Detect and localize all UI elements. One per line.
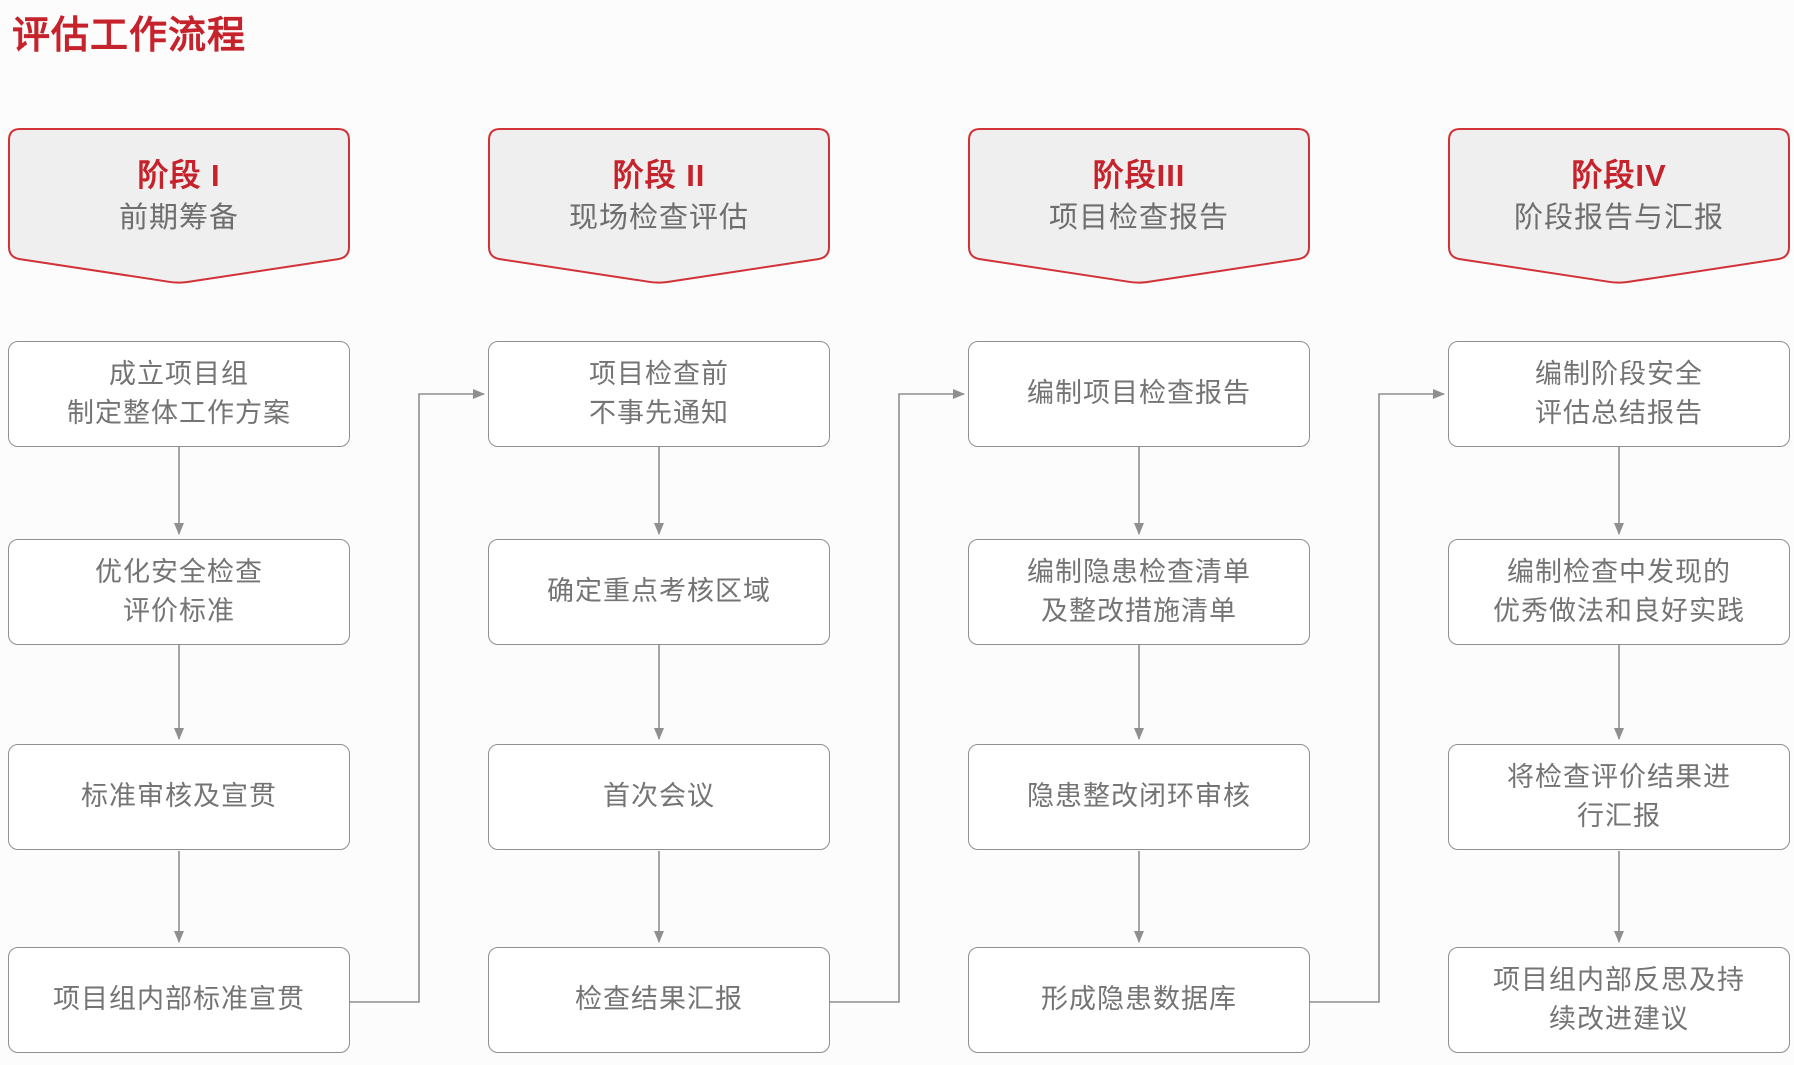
phase-3-subtitle: 项目检查报告 [1048, 201, 1229, 234]
phase-3-step-3: 隐患整改闭环审核 [968, 744, 1310, 850]
phase-2-step-4: 检查结果汇报 [488, 947, 830, 1053]
phase-2-step-3: 首次会议 [488, 744, 830, 850]
phase-column-4: 阶段IV 阶段报告与汇报 编制阶段安全 评估总结报告 编制检查中发现的 优秀做法… [1448, 0, 1790, 1065]
phase-3-step-2: 编制隐患检查清单 及整改措施清单 [968, 539, 1310, 645]
phase-4-step-3: 将检查评价结果进 行汇报 [1448, 744, 1790, 850]
phase-4-step-2: 编制检查中发现的 优秀做法和良好实践 [1448, 539, 1790, 645]
phase-2-banner-text: 阶段 II 现场检查评估 [488, 132, 830, 262]
phase-2-subtitle: 现场检查评估 [568, 201, 749, 234]
phase-4-step-4: 项目组内部反思及持 续改进建议 [1448, 947, 1790, 1053]
phase-1-step-4: 项目组内部标准宣贯 [8, 947, 350, 1053]
phase-2-banner: 阶段 II 现场检查评估 [488, 128, 830, 288]
phase-column-1: 阶段 I 前期筹备 成立项目组 制定整体工作方案 优化安全检查 评价标准 标准审… [8, 0, 350, 1065]
phase-2-label: 阶段 II [612, 158, 706, 194]
phase-3-banner-text: 阶段III 项目检查报告 [968, 132, 1310, 262]
connector-phase3-phase4 [1310, 389, 1445, 1003]
phase-3-step-4: 形成隐患数据库 [968, 947, 1310, 1053]
phase-column-2: 阶段 II 现场检查评估 项目检查前 不事先通知 确定重点考核区域 首次会议 检… [488, 0, 830, 1065]
phase-banner-shape [968, 128, 1310, 284]
phase-banner-shape [1448, 128, 1790, 284]
phase-1-step-2: 优化安全检查 评价标准 [8, 539, 350, 645]
phase-4-banner-text: 阶段IV 阶段报告与汇报 [1448, 132, 1790, 262]
phase-banner-shape [8, 128, 350, 284]
phase-1-subtitle: 前期筹备 [118, 201, 239, 234]
phase-3-step-1: 编制项目检查报告 [968, 341, 1310, 447]
connector-phase1-phase2 [350, 389, 485, 1003]
phase-1-banner-text: 阶段 I 前期筹备 [8, 132, 350, 262]
phase-4-subtitle: 阶段报告与汇报 [1513, 201, 1724, 234]
phase-1-label: 阶段 I [137, 158, 221, 194]
page-title: 评估工作流程 [12, 15, 247, 57]
phase-3-label: 阶段III [1092, 158, 1186, 194]
phase-banner-shape [488, 128, 830, 284]
phase-3-banner: 阶段III 项目检查报告 [968, 128, 1310, 288]
phase-4-step-1: 编制阶段安全 评估总结报告 [1448, 341, 1790, 447]
phase-column-3: 阶段III 项目检查报告 编制项目检查报告 编制隐患检查清单 及整改措施清单 隐… [968, 0, 1310, 1065]
connector-phase2-phase3 [830, 389, 965, 1003]
phase-1-step-3: 标准审核及宣贯 [8, 744, 350, 850]
phase-4-banner: 阶段IV 阶段报告与汇报 [1448, 128, 1790, 288]
phase-2-step-1: 项目检查前 不事先通知 [488, 341, 830, 447]
phase-1-step-1: 成立项目组 制定整体工作方案 [8, 341, 350, 447]
phase-4-label: 阶段IV [1571, 158, 1667, 194]
phase-2-step-2: 确定重点考核区域 [488, 539, 830, 645]
phase-1-banner: 阶段 I 前期筹备 [8, 128, 350, 288]
